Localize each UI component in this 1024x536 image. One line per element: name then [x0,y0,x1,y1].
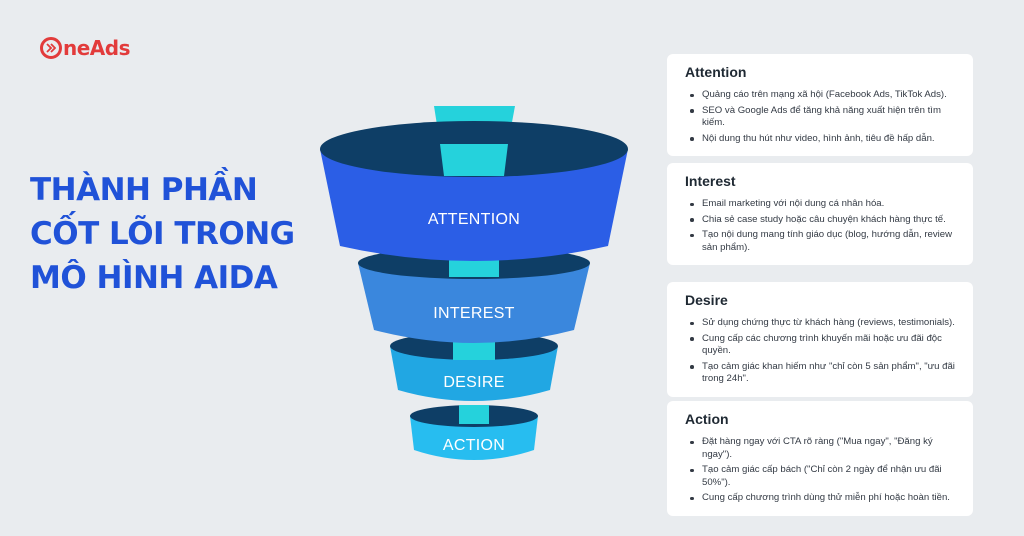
card-action: Action Đặt hàng ngay với CTA rõ ràng ("M… [667,401,973,516]
brand-name: neAds [63,36,131,60]
play-icon [40,37,62,59]
list-item: Đặt hàng ngay với CTA rõ ràng ("Mua ngay… [685,436,957,461]
list-item: Tạo nội dung mang tính giáo dục (blog, h… [685,229,957,254]
list-item: Tạo cảm giác cấp bách ("Chỉ còn 2 ngày đ… [685,464,957,489]
list-item: Tạo cảm giác khan hiếm như "chỉ còn 5 sả… [685,361,957,386]
stage-label-action: ACTION [443,437,505,454]
card-list: Đặt hàng ngay với CTA rõ ràng ("Mua ngay… [685,436,957,505]
page-title: THÀNH PHẦN CỐT LÕI TRONG MÔ HÌNH AIDA [30,168,320,300]
list-item: Quảng cáo trên mạng xã hội (Facebook Ads… [685,89,957,102]
list-item: Email marketing với nội dung cá nhân hóa… [685,198,957,211]
card-title: Interest [685,173,736,189]
card-title: Attention [685,64,747,80]
list-item: Sử dụng chứng thực từ khách hàng (review… [685,317,957,330]
page-title-line-1: THÀNH PHẦN [30,172,258,208]
funnel-stage-interest: INTEREST [358,247,590,343]
list-item: SEO và Google Ads để tăng khả năng xuất … [685,105,957,130]
funnel-stage-action: ACTION [410,405,538,460]
card-list: Sử dụng chứng thực từ khách hàng (review… [685,317,957,386]
brand-logo: neAds [40,36,131,60]
stage-label-interest: INTEREST [433,305,515,322]
card-list: Email marketing với nội dung cá nhân hóa… [685,198,957,254]
card-list: Quảng cáo trên mạng xã hội (Facebook Ads… [685,89,957,145]
page-title-line-3: MÔ HÌNH AIDA [30,260,278,296]
stage-label-attention: ATTENTION [428,211,520,228]
list-item: Chia sẻ case study hoặc câu chuyện khách… [685,214,957,227]
list-item: Cung cấp các chương trình khuyến mãi hoặ… [685,333,957,358]
list-item: Cung cấp chương trình dùng thử miễn phí … [685,492,957,505]
page-title-line-2: CỐT LÕI TRONG [30,216,295,252]
card-title: Desire [685,292,728,308]
card-attention: Attention Quảng cáo trên mạng xã hội (Fa… [667,54,973,156]
stage-label-desire: DESIRE [443,374,504,391]
card-desire: Desire Sử dụng chứng thực từ khách hàng … [667,282,973,397]
list-item: Nội dung thu hút như video, hình ảnh, ti… [685,133,957,146]
card-interest: Interest Email marketing với nội dung cá… [667,163,973,265]
card-title: Action [685,411,729,427]
funnel-stage-attention: ATTENTION [320,121,628,261]
